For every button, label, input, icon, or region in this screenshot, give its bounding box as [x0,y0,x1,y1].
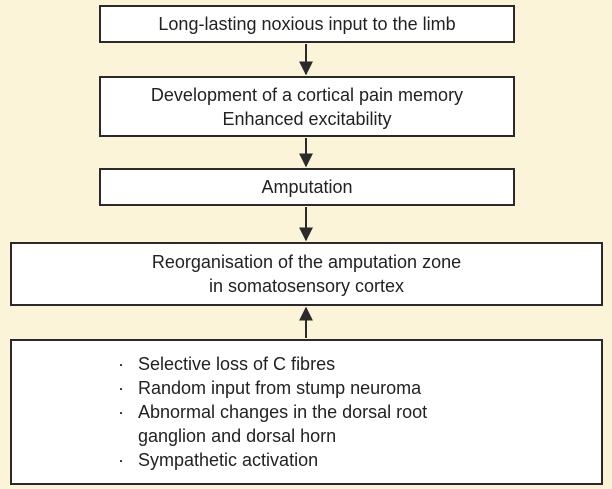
cause-item: · Selective loss of C fibres [116,352,427,376]
cause-item-continuation: ganglion and dorsal horn [138,426,337,446]
pain-memory-box: Development of a cortical pain memory En… [99,76,515,137]
cause-item-text: Selective loss of C fibres [138,354,336,374]
cause-item-text: Random input from stump neuroma [138,378,422,398]
causes-box: · Selective loss of C fibres · Random in… [10,339,603,485]
bullet: · [118,354,124,374]
bullet: · [118,378,124,398]
amputation-text: Amputation [261,177,353,197]
cause-item-text: Abnormal changes in the dorsal root [138,402,428,422]
pain-memory-line1: Development of a cortical pain memory [150,84,464,105]
cause-item: · Abnormal changes in the dorsal root ga… [116,400,427,448]
reorganisation-line2: in somatosensory cortex [208,276,405,296]
reorganisation-line1: Reorganisation of the amputation zone [151,252,462,272]
reorganisation-box: Reorganisation of the amputation zone in… [10,242,603,306]
cause-item: · Sympathetic activation [116,448,427,472]
causes-list: · Selective loss of C fibres · Random in… [12,352,427,472]
noxious-input-text: Long-lasting noxious input to the limb [158,14,456,34]
bullet: · [118,450,124,470]
pain-memory-line2: Enhanced excitability [222,108,392,129]
bullet: · [118,402,124,422]
cause-item-text: Sympathetic activation [138,450,319,470]
cause-item: · Random input from stump neuroma [116,376,427,400]
amputation-box: Amputation [99,168,515,206]
noxious-input-box: Long-lasting noxious input to the limb [99,5,515,43]
